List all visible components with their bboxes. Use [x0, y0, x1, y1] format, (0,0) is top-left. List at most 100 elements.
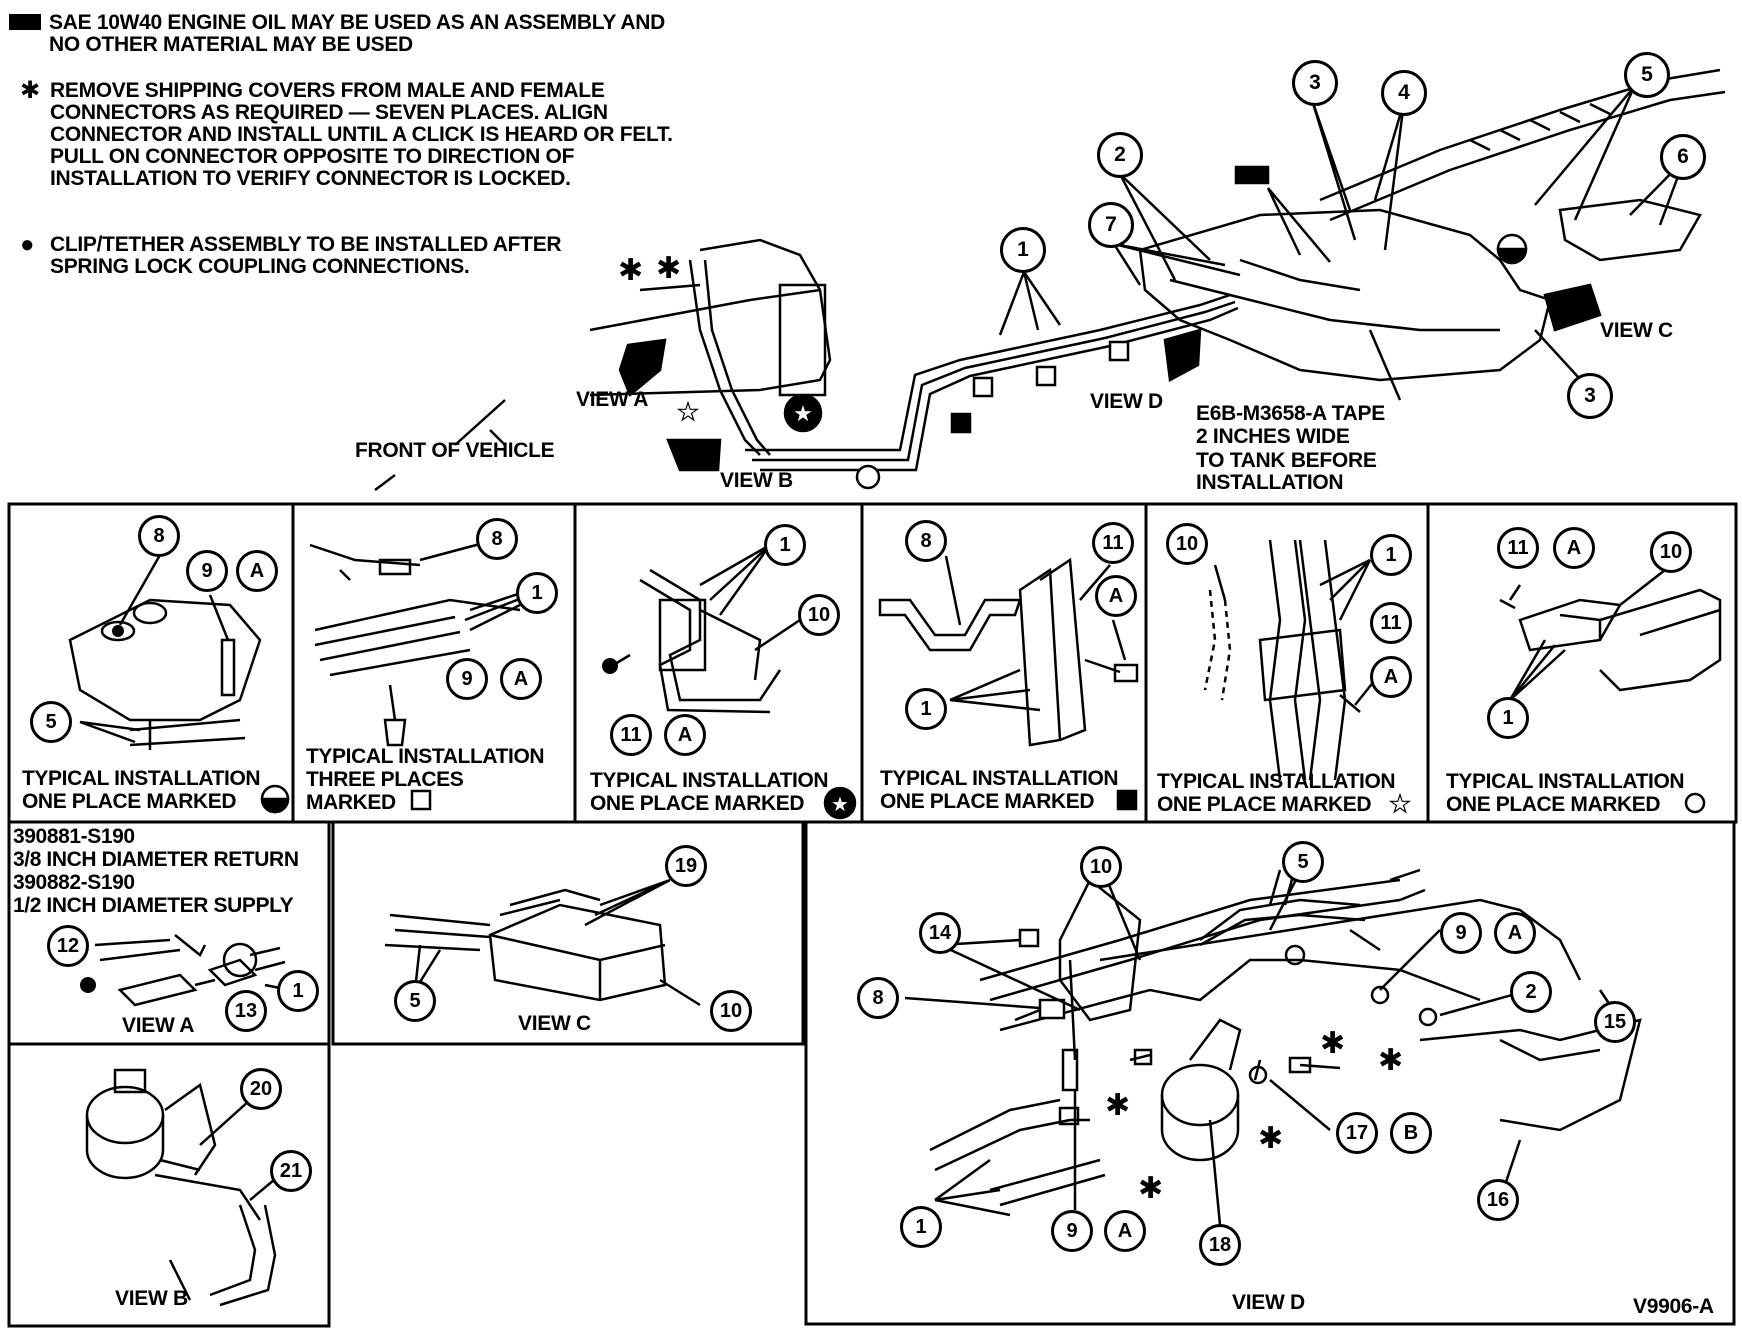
view-c-label: VIEW C	[1600, 319, 1673, 342]
panel-5-caption: TYPICAL INSTALLATION ONE PLACE MARKED	[1157, 770, 1396, 816]
callout: 20	[240, 1068, 282, 1110]
tape-note-line3: TO TANK BEFORE	[1196, 449, 1377, 472]
callout: 4	[1381, 70, 1427, 116]
callout: 5	[394, 980, 436, 1022]
panel-3-caption: TYPICAL INSTALLATION ONE PLACE MARKED	[590, 769, 829, 815]
svg-text:★: ★	[677, 398, 699, 426]
tape-note-line2: 2 INCHES WIDE	[1196, 425, 1350, 448]
panel-4-drawing	[878, 555, 1139, 747]
callout: 1	[764, 524, 806, 566]
callout: 8	[905, 520, 947, 562]
view-b-caption: VIEW B	[115, 1287, 188, 1310]
callout: A	[664, 714, 706, 756]
callout: 3	[1567, 373, 1613, 419]
view-c-drawing	[384, 878, 701, 1007]
view-c-caption: VIEW C	[518, 1012, 591, 1035]
callout: 10	[798, 594, 840, 636]
svg-text:✱: ✱	[1378, 1043, 1403, 1078]
svg-text:★: ★	[831, 792, 849, 816]
callout: 9	[1440, 912, 1482, 954]
callout: 1	[1370, 534, 1412, 576]
view-a-part-list: 390881-S190 3/8 INCH DIAMETER RETURN 390…	[13, 825, 299, 917]
svg-text:✱: ✱	[1138, 1171, 1163, 1206]
callout: 19	[665, 845, 707, 887]
oil-legend-swatch	[9, 14, 41, 30]
panel-1-drawing	[68, 554, 262, 750]
tape-note-line1: E6B-M3658-A TAPE	[1196, 402, 1385, 425]
panel-6-caption: TYPICAL INSTALLATION ONE PLACE MARKED	[1446, 770, 1685, 816]
view-c-frame	[331, 820, 805, 1046]
open-circle-marker	[1684, 792, 1706, 814]
callout: 15	[1594, 1001, 1636, 1043]
view-b-arrow	[666, 438, 722, 472]
callout: A	[1494, 912, 1536, 954]
callout: 11	[1370, 602, 1412, 644]
note-connectors-text: REMOVE SHIPPING COVERS FROM MALE AND FEM…	[50, 79, 673, 190]
view-d-frame	[804, 820, 1736, 1326]
callout: A	[1553, 527, 1595, 569]
callout: 9	[446, 658, 488, 700]
view-d-drawing	[904, 867, 1642, 1226]
callout: 5	[1282, 841, 1324, 883]
panel-1-caption: TYPICAL INSTALLATION ONE PLACE MARKED	[22, 767, 261, 813]
open-square-marker	[410, 789, 432, 811]
svg-text:✱: ✱	[1105, 1088, 1130, 1123]
view-d-caption: VIEW D	[1232, 1291, 1305, 1314]
callout: 10	[1650, 531, 1692, 573]
panel-2-caption: TYPICAL INSTALLATION THREE PLACES MARKED	[306, 745, 545, 814]
svg-text:✱: ✱	[656, 251, 681, 286]
svg-text:✱: ✱	[618, 253, 643, 288]
callout: 8	[476, 518, 518, 560]
callout: B	[1390, 1112, 1432, 1154]
callout: 3	[1292, 60, 1338, 106]
view-b-frame	[7, 1042, 331, 1328]
callout: 5	[1624, 52, 1670, 98]
callout: 2	[1097, 132, 1143, 178]
callout: A	[1095, 575, 1137, 617]
callout: 9	[186, 550, 228, 592]
dot-icon: ●	[20, 231, 35, 258]
callout: 16	[1477, 1179, 1519, 1221]
note-clip-text: CLIP/TETHER ASSEMBLY TO BE INSTALLED AFT…	[50, 233, 562, 278]
callout: 1	[1000, 227, 1046, 273]
callout: 8	[857, 977, 899, 1019]
view-a-label: VIEW A	[576, 388, 649, 411]
callout: 10	[1166, 523, 1208, 565]
view-c-arrow	[1543, 283, 1602, 332]
panel-4-caption: TYPICAL INSTALLATION ONE PLACE MARKED	[880, 767, 1119, 813]
callout: 11	[1497, 527, 1539, 569]
callout: 8	[138, 515, 180, 557]
callout: 14	[919, 912, 961, 954]
callout: 17	[1336, 1112, 1378, 1154]
callout: 1	[905, 688, 947, 730]
view-a-arrow	[618, 338, 667, 398]
callout: A	[236, 550, 278, 592]
callout: 18	[1199, 1224, 1241, 1266]
callout: 6	[1660, 134, 1706, 180]
callout: 11	[610, 714, 652, 756]
asterisk-icon: ✱	[20, 77, 40, 104]
view-d-arrow	[1163, 328, 1202, 382]
callout: 7	[1088, 202, 1134, 248]
panel-3-drawing	[604, 543, 801, 714]
view-d-label: VIEW D	[1090, 390, 1163, 413]
callout: 1	[900, 1206, 942, 1248]
view-a-caption: VIEW A	[122, 1014, 195, 1037]
oil-marker	[1234, 165, 1270, 185]
callout: A	[1104, 1210, 1146, 1252]
front-of-vehicle-label: FRONT OF VEHICLE	[355, 439, 555, 462]
callout: 2	[1510, 971, 1552, 1013]
star-circle-marker	[823, 786, 857, 820]
panel-6-drawing	[1499, 569, 1722, 701]
view-b-label: VIEW B	[720, 469, 793, 492]
svg-text:✱: ✱	[1258, 1121, 1283, 1156]
view-b-drawing	[85, 1068, 281, 1307]
svg-text:✱: ✱	[1320, 1026, 1345, 1061]
panel-2-drawing	[309, 538, 531, 747]
svg-text:★: ★	[793, 402, 813, 427]
callout: 1	[277, 970, 319, 1012]
note-oil-text: SAE 10W40 ENGINE OIL MAY BE USED AS AN A…	[49, 11, 666, 56]
callout: A	[500, 658, 542, 700]
callout: 10	[1080, 846, 1122, 888]
